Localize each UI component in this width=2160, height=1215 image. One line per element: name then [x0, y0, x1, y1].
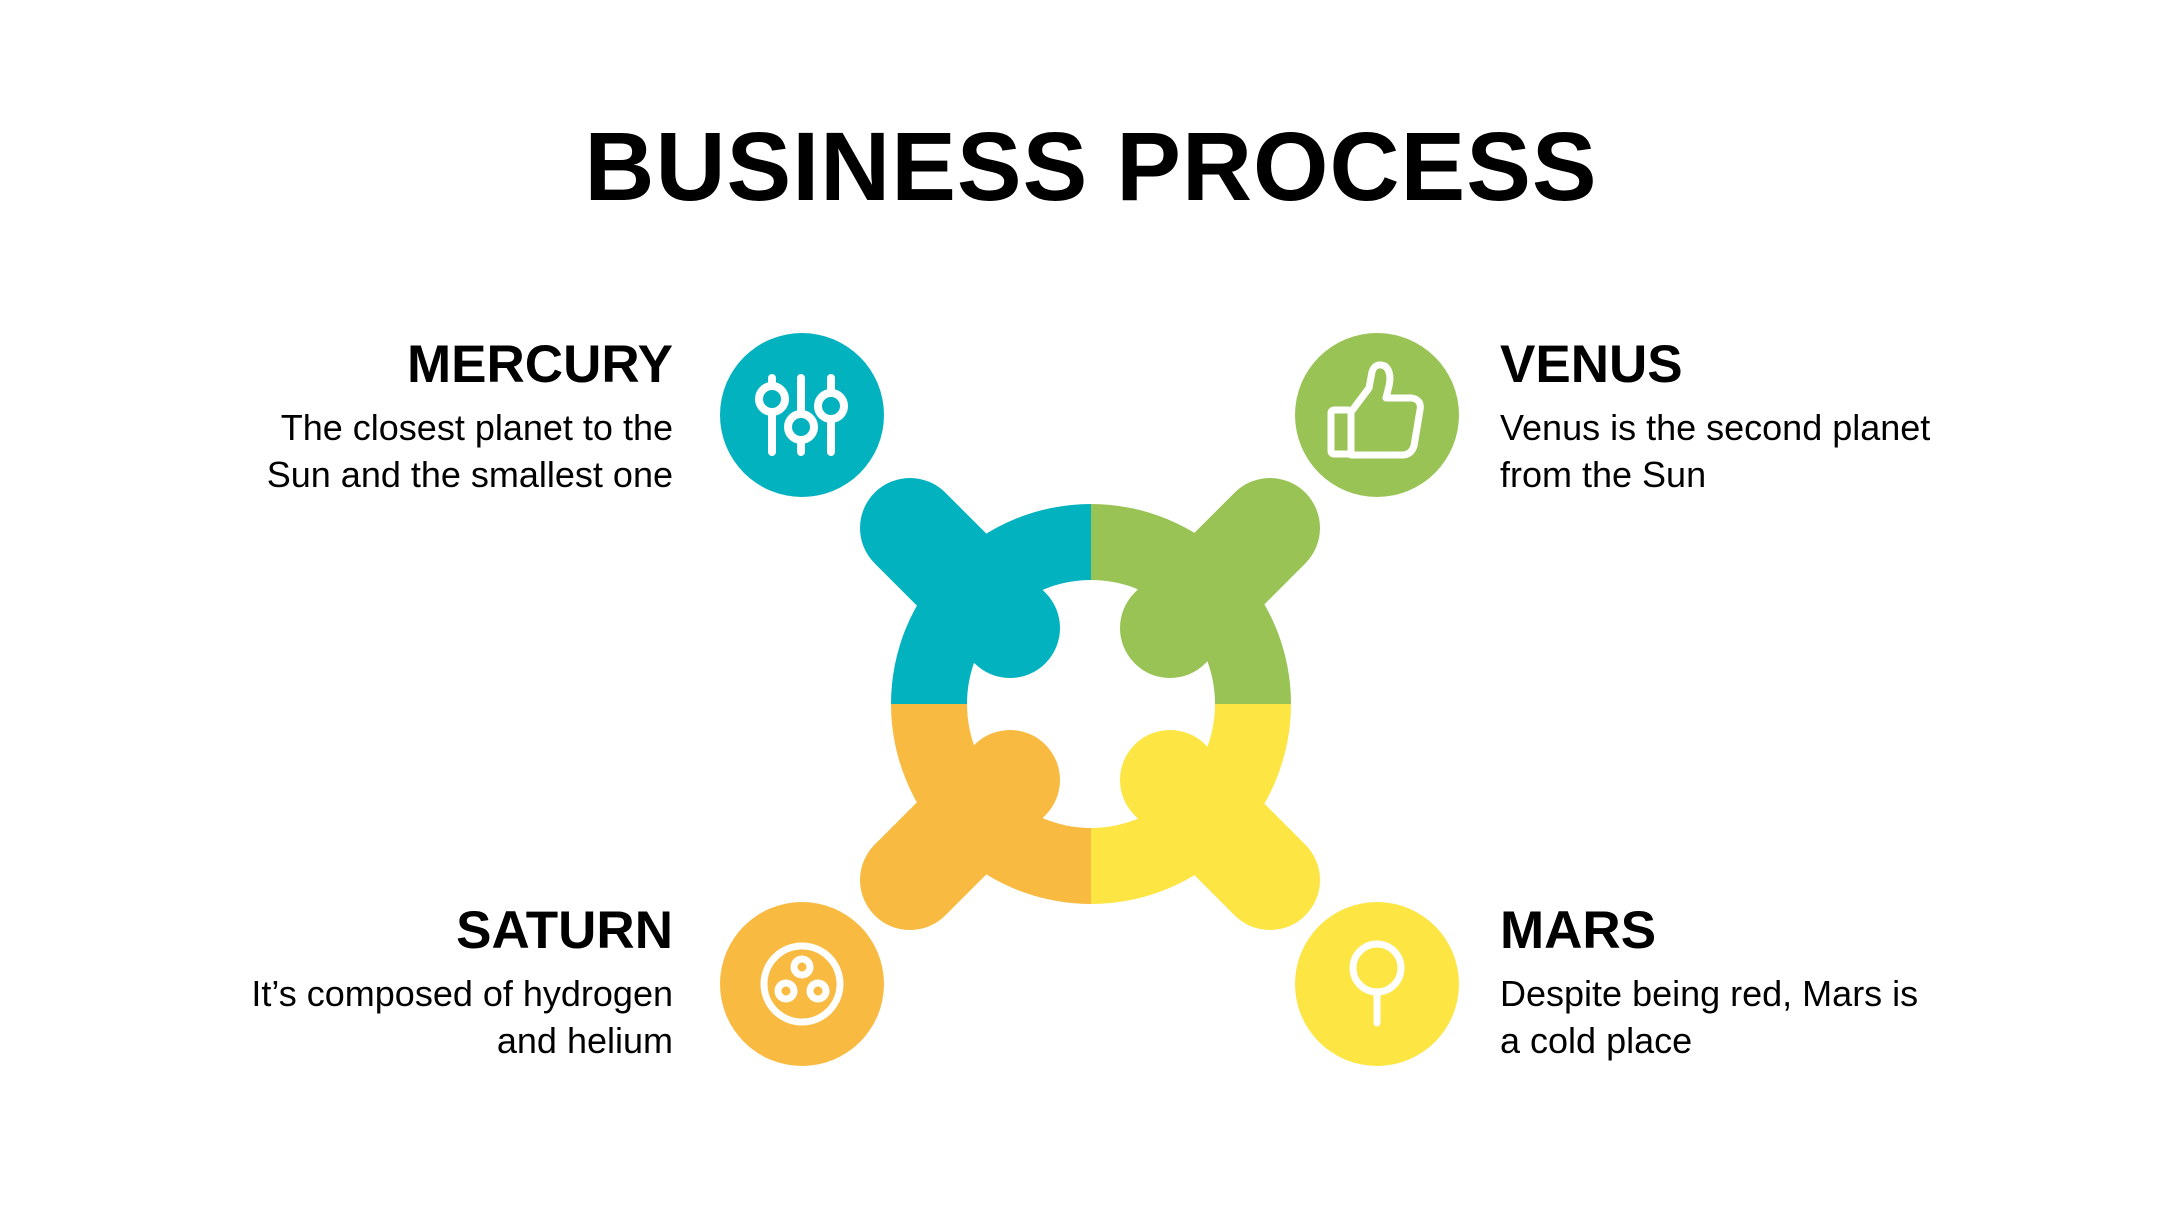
- ring-segment-mercury: [891, 504, 1091, 704]
- thumbs-up-icon: [1327, 361, 1424, 459]
- mercury-desc-line2: Sun and the smallest one: [266, 454, 673, 495]
- ring-segment-venus: [1091, 504, 1291, 704]
- mars-node: [1295, 902, 1459, 1066]
- saturn-desc-line2: and helium: [496, 1020, 673, 1061]
- magnifier-icon: [1349, 940, 1405, 1027]
- page-title: BUSINESS PROCESS: [584, 112, 1598, 221]
- mars-block: MARS Despite being red, Mars is a cold p…: [1500, 900, 2060, 1064]
- mercury-heading: MERCURY: [407, 335, 673, 394]
- venus-heading: VENUS: [1500, 335, 1683, 394]
- mars-desc-line1: Despite being red, Mars is: [1500, 973, 1919, 1014]
- saturn-desc-line1: It’s composed of hydrogen: [251, 973, 673, 1014]
- saturn-node: [720, 902, 884, 1066]
- venus-desc-line2: from the Sun: [1500, 454, 1707, 495]
- mercury-block: MERCURY The closest planet to the Sun an…: [113, 334, 673, 498]
- sliders-icon: [755, 374, 848, 456]
- mars-heading: MARS: [1500, 901, 1657, 960]
- mars-desc-line2: a cold place: [1500, 1020, 1693, 1061]
- venus-desc-line1: Venus is the second planet: [1500, 407, 1931, 448]
- mercury-desc-line1: The closest planet to the: [280, 407, 673, 448]
- venus-node: [1295, 333, 1459, 497]
- connector-ring: [860, 478, 1320, 930]
- mercury-node: [720, 333, 884, 497]
- saturn-heading: SATURN: [456, 901, 673, 960]
- petri-dish-icon: [760, 942, 844, 1026]
- venus-block: VENUS Venus is the second planet from th…: [1500, 334, 2060, 498]
- ring-segment-mars: [1091, 704, 1291, 904]
- saturn-block: SATURN It’s composed of hydrogen and hel…: [113, 900, 673, 1064]
- ring-segment-saturn: [891, 704, 1091, 904]
